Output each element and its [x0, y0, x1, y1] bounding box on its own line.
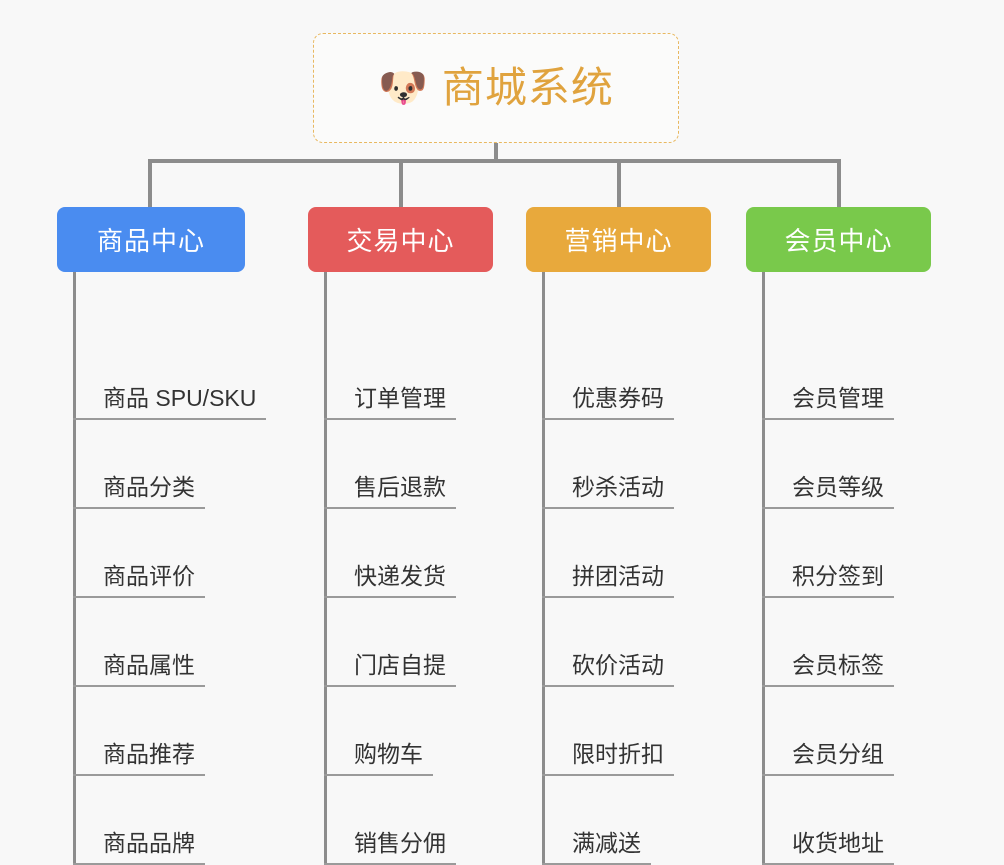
connector-drop-trade-center [399, 159, 403, 208]
leaf-item-label: 快递发货 [324, 563, 456, 598]
leaf-item-label: 门店自提 [324, 652, 456, 687]
leaf-item-label: 收货地址 [762, 830, 894, 865]
leaf-item-label: 商品属性 [73, 652, 205, 687]
connector-drop-product-center [148, 159, 152, 208]
leaf-item-label: 商品评价 [73, 563, 205, 598]
connector-stem [494, 143, 498, 162]
branch-marketing-center: 营销中心优惠券码秒杀活动拼团活动砍价活动限时折扣满减送 [526, 207, 711, 865]
leaf-item-label: 拼团活动 [542, 563, 674, 598]
branch-header-label: 交易中心 [346, 226, 455, 256]
leaf-item-label: 秒杀活动 [542, 474, 674, 509]
branch-header-marketing-center[interactable]: 营销中心 [526, 207, 711, 272]
branch-header-label: 会员中心 [784, 226, 893, 256]
leaf-item-label: 会员等级 [762, 474, 894, 509]
branch-trunk-trade-center [324, 272, 327, 865]
leaf-item-label: 订单管理 [324, 385, 456, 420]
branch-trade-center: 交易中心订单管理售后退款快递发货门店自提购物车销售分佣 [308, 207, 493, 865]
branch-member-center: 会员中心会员管理会员等级积分签到会员标签会员分组收货地址 [746, 207, 931, 865]
leaf-item-label: 商品推荐 [73, 741, 205, 776]
branch-header-product-center[interactable]: 商品中心 [57, 207, 245, 272]
branch-header-trade-center[interactable]: 交易中心 [308, 207, 493, 272]
leaf-item-label: 积分签到 [762, 563, 894, 598]
leaf-item-label: 购物车 [324, 741, 433, 776]
leaf-item-label: 会员标签 [762, 652, 894, 687]
leaf-item-label: 会员分组 [762, 741, 894, 776]
root-node[interactable]: 🐶 商城系统 [313, 33, 679, 143]
branch-header-label: 营销中心 [564, 226, 673, 256]
leaf-item-label: 砍价活动 [542, 652, 674, 687]
dog-face-icon: 🐶 [378, 65, 428, 111]
branch-header-member-center[interactable]: 会员中心 [746, 207, 931, 272]
root-title: 商城系统 [441, 64, 614, 111]
leaf-item-label: 会员管理 [762, 385, 894, 420]
leaf-item-label: 商品品牌 [73, 830, 205, 865]
connector-drop-member-center [837, 159, 841, 208]
branch-trunk-marketing-center [542, 272, 545, 865]
leaf-item-label: 商品 SPU/SKU [73, 385, 267, 420]
leaf-item-label: 销售分佣 [324, 830, 456, 865]
leaf-item-label: 商品分类 [73, 474, 205, 509]
leaf-item-label: 优惠券码 [542, 385, 674, 420]
branch-trunk-member-center [762, 272, 765, 865]
leaf-item-label: 限时折扣 [542, 741, 674, 776]
branch-product-center: 商品中心商品 SPU/SKU 商品分类商品评价商品属性商品推荐商品品牌 [57, 207, 267, 865]
connector-bus [148, 159, 841, 163]
mindmap-canvas: 🐶 商城系统 商品中心商品 SPU/SKU 商品分类商品评价商品属性商品推荐商品品… [57, 33, 931, 865]
branch-trunk-product-center [73, 272, 76, 865]
connector-drop-marketing-center [617, 159, 621, 208]
leaf-item-label: 满减送 [542, 830, 651, 865]
branch-header-label: 商品中心 [96, 226, 205, 256]
leaf-item-label: 售后退款 [324, 474, 456, 509]
